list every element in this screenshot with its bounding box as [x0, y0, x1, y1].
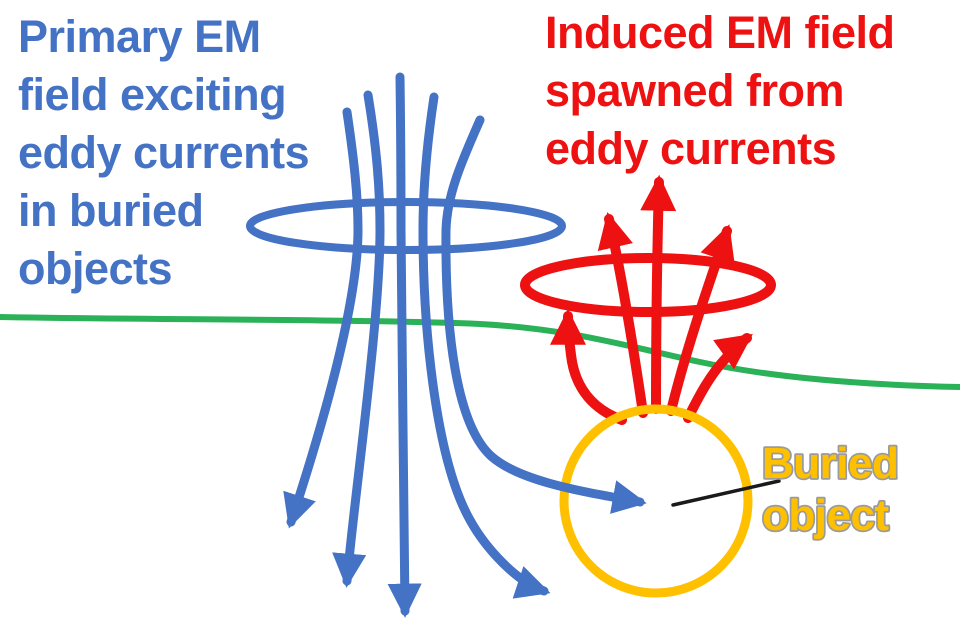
induced-field-line-5 — [683, 333, 753, 423]
induced-coil-ellipse — [520, 253, 776, 317]
primary-field-line-2 — [332, 90, 385, 588]
primary-field-lines — [283, 72, 551, 618]
primary-field-caption-line: eddy currents — [18, 127, 309, 178]
induced-field-caption-line: eddy currents — [545, 123, 836, 174]
primary-field-line-5 — [441, 115, 647, 514]
primary-field-caption-line: field exciting — [18, 69, 286, 120]
primary-field-caption-line: in buried — [18, 185, 204, 236]
induced-field-line-1 — [550, 308, 627, 425]
induced-field-line-3 — [640, 174, 677, 414]
primary-field-line-4 — [418, 92, 551, 599]
induced-field-caption: Induced EM field spawned from eddy curre… — [545, 7, 895, 174]
induced-field-caption-line: Induced EM field — [545, 7, 895, 58]
induced-field-lines — [550, 174, 753, 425]
induced-field-line-4 — [666, 224, 735, 416]
induced-field-caption-line: spawned from — [545, 65, 844, 116]
primary-field-caption: Primary EM field exciting eddy currents … — [18, 11, 310, 294]
induced-field-line-2 — [597, 211, 648, 418]
primary-field-caption-line: objects — [18, 243, 172, 294]
primary-coil-ellipse — [246, 198, 566, 254]
buried-object-label-line: Buried — [762, 439, 898, 488]
primary-field-line-1 — [283, 107, 363, 529]
primary-field-caption-line: Primary EM — [18, 11, 261, 62]
buried-object-label-line: object — [762, 491, 889, 540]
buried-object-pointer-line — [671, 479, 781, 507]
buried-object-label: Buried object — [760, 437, 900, 542]
buried-object-circle — [559, 404, 753, 598]
primary-field-line-3 — [387, 72, 422, 618]
ground-surface-line — [0, 314, 960, 390]
